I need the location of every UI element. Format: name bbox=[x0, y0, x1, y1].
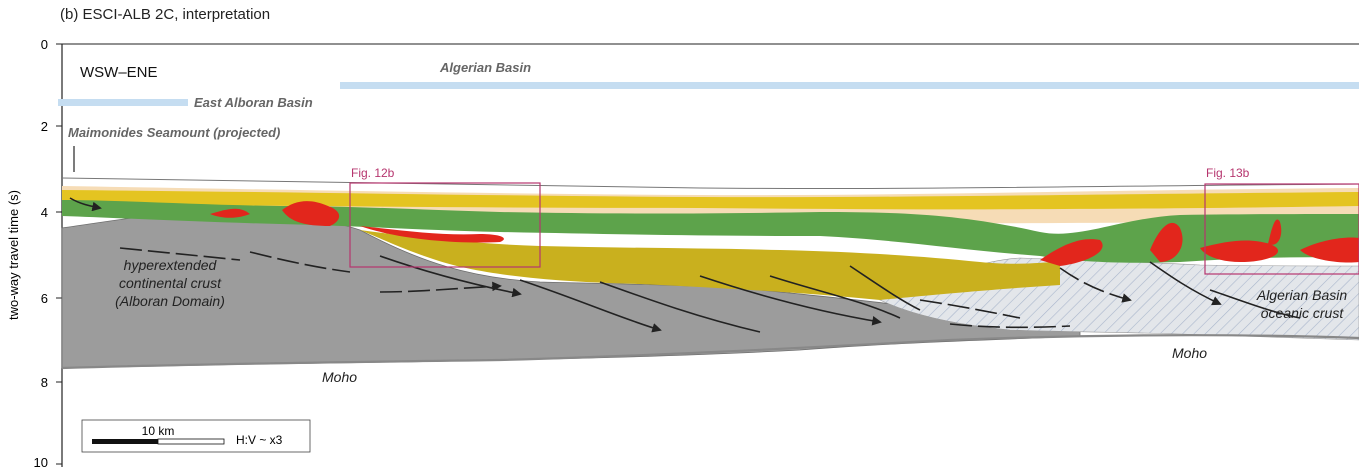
maimonides-label: Maimonides Seamount (projected) bbox=[68, 125, 280, 140]
scale-bar-label: 10 km bbox=[142, 424, 175, 438]
scale-bar: 10 km H:V ~ x3 bbox=[81, 419, 311, 453]
y-tick-label: 6 bbox=[41, 291, 48, 306]
diapir bbox=[1268, 219, 1282, 245]
algerian-basin-bar bbox=[340, 82, 1359, 89]
oceanic-crust-label: Algerian Basin bbox=[1256, 287, 1347, 303]
salt-body bbox=[210, 208, 250, 218]
sediment-green bbox=[62, 200, 1359, 263]
fault-lines bbox=[69, 197, 1301, 333]
fig13b-label: Fig. 13b bbox=[1206, 166, 1250, 180]
y-tick-label: 0 bbox=[41, 37, 48, 52]
panel-title: (b) ESCI-ALB 2C, interpretation bbox=[60, 6, 271, 23]
exaggeration-label: H:V ~ x3 bbox=[236, 433, 283, 447]
salt-body bbox=[1150, 222, 1183, 262]
moho-line bbox=[61, 334, 1359, 370]
salt-body bbox=[282, 201, 340, 226]
east-alboran-basin-bar bbox=[58, 99, 188, 106]
sediment-yellow bbox=[62, 190, 1359, 210]
salt-body bbox=[360, 226, 504, 243]
fig12b-label: Fig. 12b bbox=[351, 166, 395, 180]
y-tick-label: 10 bbox=[34, 455, 48, 467]
seafloor-line bbox=[61, 177, 1359, 190]
oceanic-crust-label: oceanic crust bbox=[1261, 305, 1345, 321]
fig12b-box bbox=[349, 182, 541, 268]
moho-label: Moho bbox=[322, 369, 357, 385]
salt-body bbox=[1040, 239, 1103, 266]
moho-label: Moho bbox=[1172, 345, 1207, 361]
sediment-olive bbox=[360, 230, 1060, 300]
east-alboran-basin-label: East Alboran Basin bbox=[194, 95, 313, 110]
crust-label: (Alboran Domain) bbox=[115, 293, 225, 309]
direction-label: WSW–ENE bbox=[80, 64, 158, 81]
algerian-basin-label: Algerian Basin bbox=[439, 60, 531, 75]
y-tick-label: 8 bbox=[41, 375, 48, 390]
fig13b-box bbox=[1204, 183, 1359, 275]
crust-label: continental crust bbox=[119, 275, 222, 291]
crust-label: hyperextended bbox=[124, 257, 218, 273]
salt-body bbox=[1300, 237, 1359, 263]
y-axis-label: two-way travel time (s) bbox=[6, 190, 21, 320]
y-tick-label: 4 bbox=[41, 205, 48, 220]
y-tick-label: 2 bbox=[41, 119, 48, 134]
salt-body bbox=[1200, 240, 1279, 262]
